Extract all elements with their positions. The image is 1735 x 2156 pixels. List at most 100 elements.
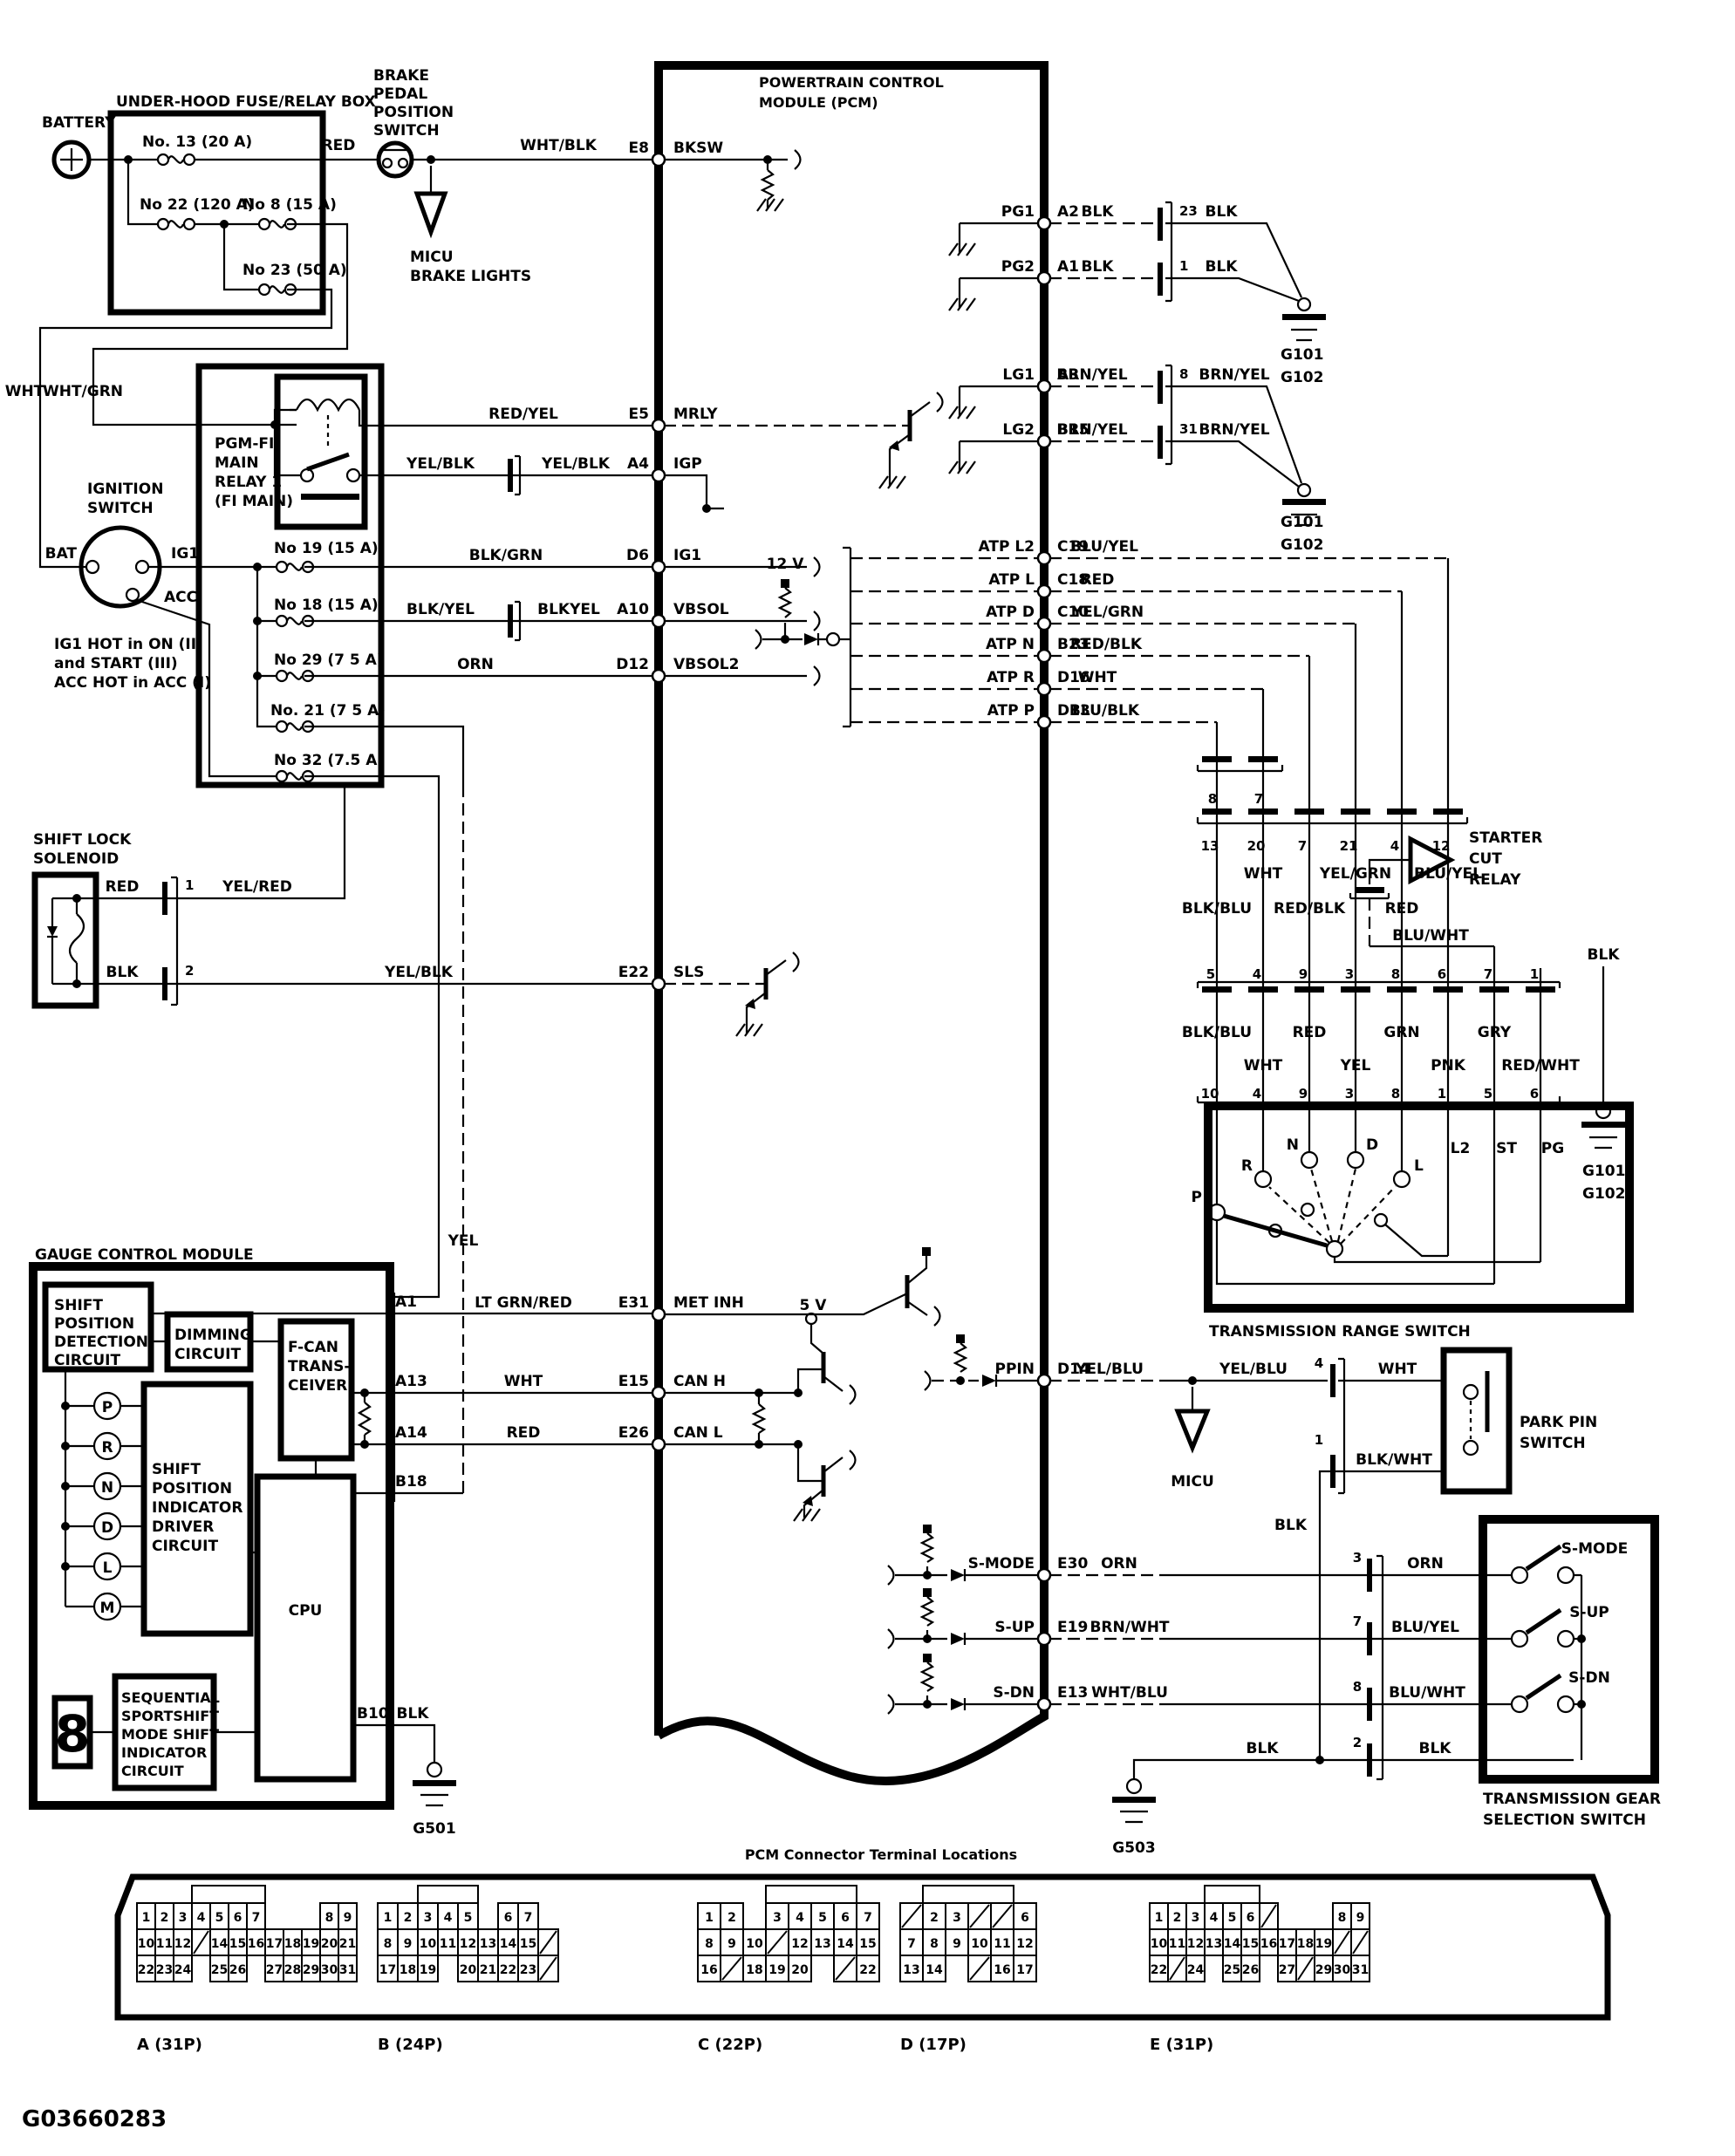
pcm-pin-D16 — [1036, 681, 1052, 697]
trs-title: TRANSMISSION RANGE SWITCH — [1209, 1323, 1471, 1341]
conn-e-pin-17: 17 — [1279, 1937, 1295, 1951]
conn-c-pin-20: 20 — [791, 1963, 809, 1977]
trs-n6: 6 — [1530, 1086, 1539, 1102]
pps-pin4: 4 — [1315, 1355, 1323, 1371]
fcan-line1: F-CAN — [288, 1339, 338, 1356]
spid-line1: SHIFT — [152, 1461, 201, 1478]
ig1-label: IG1 — [171, 545, 199, 563]
conn-d-pin-16: 16 — [994, 1963, 1010, 1977]
brnyel-b15-right: BRN/YEL — [1199, 421, 1269, 439]
trs-r: R — [1241, 1157, 1253, 1175]
conn-a-cap — [191, 1885, 266, 1904]
pcm-pin-name-D12: VBSOL2 — [673, 656, 739, 673]
g503-label: G503 — [1112, 1839, 1155, 1857]
pcm-pin-code-C19: C19 — [1057, 538, 1089, 556]
yelblk1-label: YEL/BLK — [406, 455, 475, 473]
spdc-line1: SHIFT — [54, 1297, 103, 1314]
blk-right-label: BLK — [1588, 946, 1621, 964]
conn-b-pin-12: 12 — [460, 1937, 476, 1951]
blk-g503-label: BLK — [1247, 1740, 1280, 1757]
fuse23-label: No 23 (50 A) — [242, 262, 347, 279]
conn-d-pin-11: 11 — [994, 1937, 1010, 1951]
conn-b-pin-15: 15 — [520, 1937, 536, 1951]
conn-e-cell-2-2 — [1185, 1955, 1206, 1982]
pcm-pin-code-A2: A2 — [1057, 203, 1079, 221]
pcm-pin-E8 — [651, 152, 666, 167]
fuse22-label: No 22 (120 A) — [140, 196, 255, 214]
conn-c-label: C (22P) — [698, 2036, 762, 2054]
ign-line1: IGNITION — [87, 481, 163, 498]
conn-a-pin-24: 24 — [174, 1963, 192, 1977]
pps-pin1: 1 — [1315, 1432, 1323, 1448]
conn-b-pin-14: 14 — [500, 1937, 517, 1951]
spdc-line2: POSITION — [54, 1315, 134, 1333]
conn-c-pin-22: 22 — [859, 1963, 876, 1977]
transmission-range-switch — [1204, 1102, 1634, 1313]
lg-ground-wires — [1049, 364, 1326, 527]
blk-tgs-label: BLK — [1419, 1740, 1452, 1757]
conn-c-cell-2-7 — [856, 1955, 880, 1982]
conn-a-slash-1-3 — [193, 1930, 209, 1955]
bat-label: BAT — [45, 545, 78, 563]
pcm-pin-A1 — [1036, 270, 1052, 286]
prnd-l: L — [103, 1559, 113, 1577]
pcm-pin-code-E19: E19 — [1057, 1619, 1088, 1636]
pcm-title-line2: MODULE (PCM) — [759, 94, 878, 111]
wht-d16-label: WHT — [1078, 669, 1117, 686]
conn-a-pin-23: 23 — [156, 1963, 173, 1977]
gcm-b18-label: B18 — [395, 1473, 427, 1491]
pin31-label: 31 — [1179, 421, 1198, 437]
pcm-pin-code-D13: D13 — [1057, 702, 1090, 720]
pcm-pin-name-A1: PG2 — [1001, 258, 1035, 276]
conn-a-pin-16: 16 — [248, 1937, 264, 1951]
conn-b-pin-1: 1 — [384, 1911, 393, 1925]
seg-wht-label: WHT — [1244, 865, 1283, 883]
pcm-pin-code-E5: E5 — [629, 406, 649, 423]
prnd-m: M — [100, 1600, 115, 1617]
conn-c-pin-9: 9 — [727, 1937, 736, 1951]
cpu-label: CPU — [289, 1602, 323, 1620]
pcm-pin-C18 — [1036, 583, 1052, 599]
conn-c-slash-1-3 — [767, 1930, 788, 1955]
conn-e-pin-31: 31 — [1352, 1963, 1369, 1977]
pcm-pin-E5 — [651, 418, 666, 433]
whtblu-label: WHT/BLU — [1091, 1684, 1168, 1702]
conn-e-pin-2: 2 — [1173, 1911, 1182, 1925]
right-blk-ground — [1581, 966, 1625, 1150]
conn-a-pin-15: 15 — [229, 1937, 246, 1951]
pcm-pin-name-E15: CAN H — [673, 1373, 726, 1390]
pcm-pin-A10 — [651, 613, 666, 629]
conn-a-pin-6: 6 — [234, 1911, 242, 1925]
conn-e-pin-12: 12 — [1187, 1937, 1204, 1951]
gcm-a14-label: A14 — [395, 1424, 427, 1442]
conn-e-pin-8: 8 — [1338, 1911, 1347, 1925]
pcm-pin-name-C19: ATP L2 — [979, 538, 1035, 556]
ign-line2: SWITCH — [87, 500, 154, 517]
conn-a-pin-19: 19 — [303, 1937, 319, 1951]
battery-label: BATTERY — [42, 114, 116, 132]
spdc-line3: DETECTION — [54, 1334, 148, 1351]
pgmfi-line2: MAIN — [215, 454, 259, 472]
pps-line1: PARK PIN — [1520, 1414, 1597, 1431]
pcm-pin-name-E30: S-MODE — [968, 1555, 1035, 1573]
conn-a-pin-25: 25 — [211, 1963, 228, 1977]
gcm-a1-label: A1 — [395, 1293, 417, 1311]
pcm-pin-E22 — [651, 976, 666, 992]
pcm-pin-E13 — [1036, 1696, 1052, 1712]
conn-e-slash-1-11 — [1352, 1930, 1369, 1955]
micu1-line1: MICU — [410, 249, 454, 266]
brnyel-b15-left: BRN/YEL — [1056, 421, 1127, 439]
shift-lock-solenoid — [31, 788, 652, 1009]
ignition-switch — [79, 525, 162, 609]
trs-st: ST — [1496, 1140, 1517, 1157]
figure-code: G03660283 — [22, 2106, 167, 2132]
conn-b-pin-17: 17 — [379, 1963, 396, 1977]
pcm-pin-B23 — [1036, 648, 1052, 664]
pgmfi-line1: PGM-FI — [215, 435, 274, 453]
tgs-sdn: S-DN — [1568, 1669, 1610, 1687]
conn-e-pin-1: 1 — [1155, 1911, 1164, 1925]
acc-label: ACC — [164, 589, 197, 606]
